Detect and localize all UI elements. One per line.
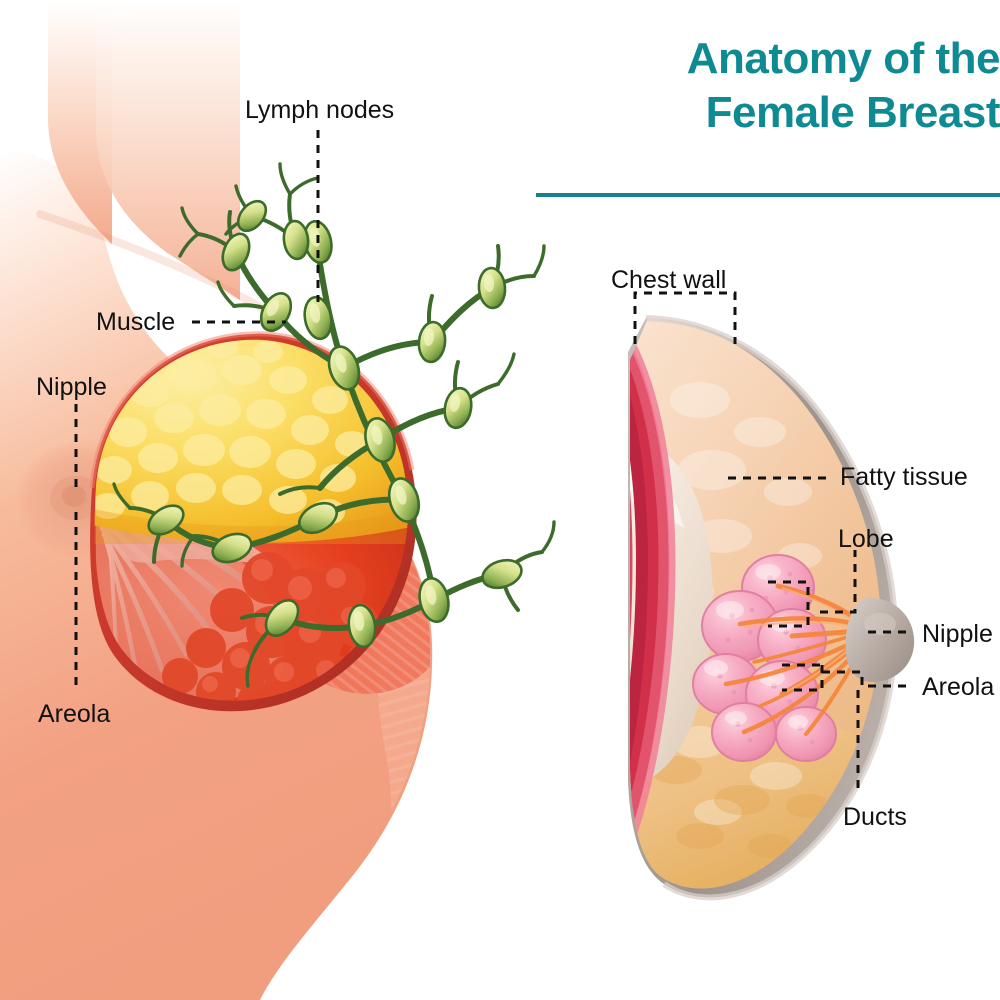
label-lymph-nodes: Lymph nodes bbox=[245, 96, 395, 124]
title-divider bbox=[536, 193, 1000, 197]
label-nipple-section: Nipple bbox=[922, 620, 993, 648]
label-lobe: Lobe bbox=[838, 525, 894, 553]
label-fatty-tissue: Fatty tissue bbox=[840, 463, 968, 491]
leader-areola-stem bbox=[822, 670, 912, 688]
leader-lobe-box bbox=[768, 580, 810, 628]
label-chest-wall: Chest wall bbox=[611, 266, 727, 294]
anterior-leader-lines bbox=[74, 130, 320, 690]
page-title: Anatomy of the Female Breast bbox=[530, 32, 1000, 139]
title-line-2: Female Breast bbox=[705, 87, 1000, 137]
label-ducts: Ducts bbox=[843, 803, 907, 831]
title-line-1: Anatomy of the bbox=[686, 34, 1000, 83]
nipple-highlight bbox=[864, 613, 896, 635]
cross-section-leader-lines bbox=[633, 291, 912, 790]
label-areola-anterior: Areola bbox=[38, 700, 111, 728]
leader-lobe-stem bbox=[820, 550, 857, 614]
label-areola-section: Areola bbox=[922, 673, 995, 701]
nipple-cross-section bbox=[845, 597, 915, 682]
label-nipple-anterior: Nipple bbox=[36, 373, 107, 401]
sagittal-breast bbox=[628, 315, 915, 901]
leader-areola-box bbox=[782, 665, 824, 692]
label-muscle: Muscle bbox=[96, 308, 176, 336]
nipple-tip bbox=[62, 485, 86, 507]
